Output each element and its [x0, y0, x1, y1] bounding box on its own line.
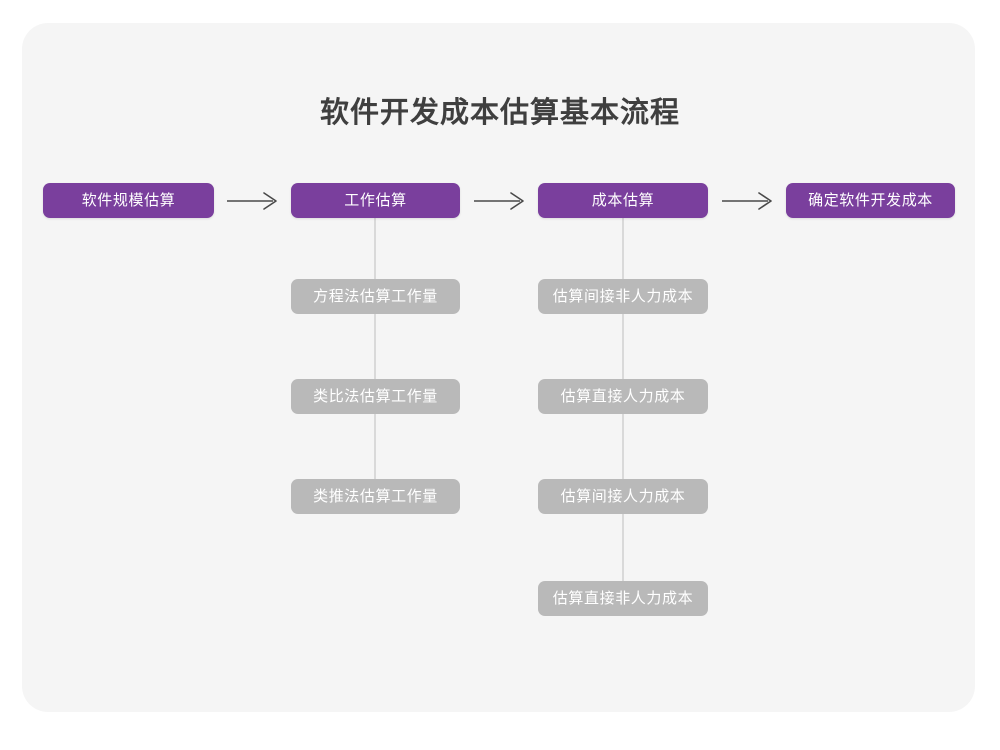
substep-box-equation-method-effort[interactable]: 方程法估算工作量: [291, 279, 460, 314]
substep-box-indirect-nonlabor-cost[interactable]: 估算间接非人力成本: [538, 279, 708, 314]
substep-box-indirect-labor-cost[interactable]: 估算间接人力成本: [538, 479, 708, 514]
substep-box-direct-labor-cost[interactable]: 估算直接人力成本: [538, 379, 708, 414]
substep-box-analogy-method-effort[interactable]: 类比法估算工作量: [291, 379, 460, 414]
step-box-determine-development-cost[interactable]: 确定软件开发成本: [786, 183, 955, 218]
substep-box-analogical-method-effort[interactable]: 类推法估算工作量: [291, 479, 460, 514]
arrow-step2-to-step3-icon: [473, 190, 528, 212]
arrow-step3-to-step4-icon: [721, 190, 776, 212]
page-title: 软件开发成本估算基本流程: [319, 97, 680, 129]
diagram-card-background: [22, 23, 975, 712]
step-box-work-estimation[interactable]: 工作估算: [291, 183, 460, 218]
connector-line-work-estimation: [374, 218, 376, 497]
step-box-software-scale-estimation[interactable]: 软件规模估算: [43, 183, 214, 218]
substep-box-direct-nonlabor-cost[interactable]: 估算直接非人力成本: [538, 581, 708, 616]
step-box-cost-estimation[interactable]: 成本估算: [538, 183, 708, 218]
arrow-step1-to-step2-icon: [226, 190, 281, 212]
